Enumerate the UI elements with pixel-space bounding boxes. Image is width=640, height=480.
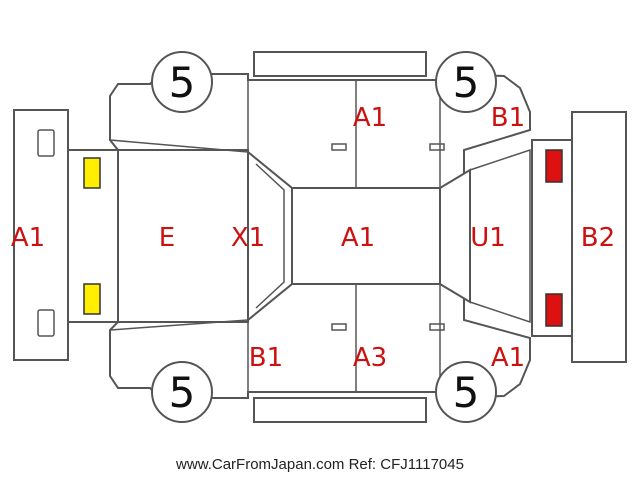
front-right-fender-line — [109, 139, 249, 153]
tire-rear-right: 5 — [435, 51, 497, 113]
windshield-inner — [255, 163, 285, 309]
code-rear-bumper: B2 — [581, 223, 615, 253]
left-front-handle — [331, 323, 347, 331]
tire-front-right-value: 5 — [169, 58, 196, 107]
front-sensor-top — [37, 129, 55, 157]
left-rear-handle — [429, 323, 445, 331]
hood-panel — [117, 149, 249, 323]
taillight-left — [545, 293, 563, 327]
code-right-rear-quarter: B1 — [491, 103, 525, 133]
left-side-panel — [253, 397, 427, 423]
code-hood: E — [159, 223, 175, 253]
headlight-right — [83, 157, 101, 189]
code-front-bumper: A1 — [11, 223, 45, 253]
front-left-fender-line — [109, 319, 249, 331]
tire-rear-left-value: 5 — [453, 368, 480, 417]
tire-front-right: 5 — [151, 51, 213, 113]
rear-bumper — [571, 111, 627, 363]
code-left-rear-quarter: A1 — [491, 343, 525, 373]
code-left-front-fender: B1 — [249, 343, 283, 373]
code-windshield: X1 — [231, 223, 265, 253]
right-rear-handle — [429, 143, 445, 151]
tire-rear-left: 5 — [435, 361, 497, 423]
rear-window-panel — [439, 168, 471, 304]
right-side-panel — [253, 51, 427, 77]
headlight-left — [83, 283, 101, 315]
code-roof: A1 — [341, 223, 375, 253]
front-bumper — [13, 109, 69, 361]
taillight-right — [545, 149, 563, 183]
tire-rear-right-value: 5 — [453, 58, 480, 107]
tire-front-left-value: 5 — [169, 368, 196, 417]
code-rear-window: U1 — [470, 223, 506, 253]
code-left-side: A3 — [353, 343, 387, 373]
reference-footer: www.CarFromJapan.com Ref: CFJ1117045 — [176, 456, 464, 473]
code-right-side: A1 — [353, 103, 387, 133]
right-front-handle — [331, 143, 347, 151]
rear-window-outer — [469, 148, 531, 324]
front-sensor-bottom — [37, 309, 55, 337]
tire-front-left: 5 — [151, 361, 213, 423]
